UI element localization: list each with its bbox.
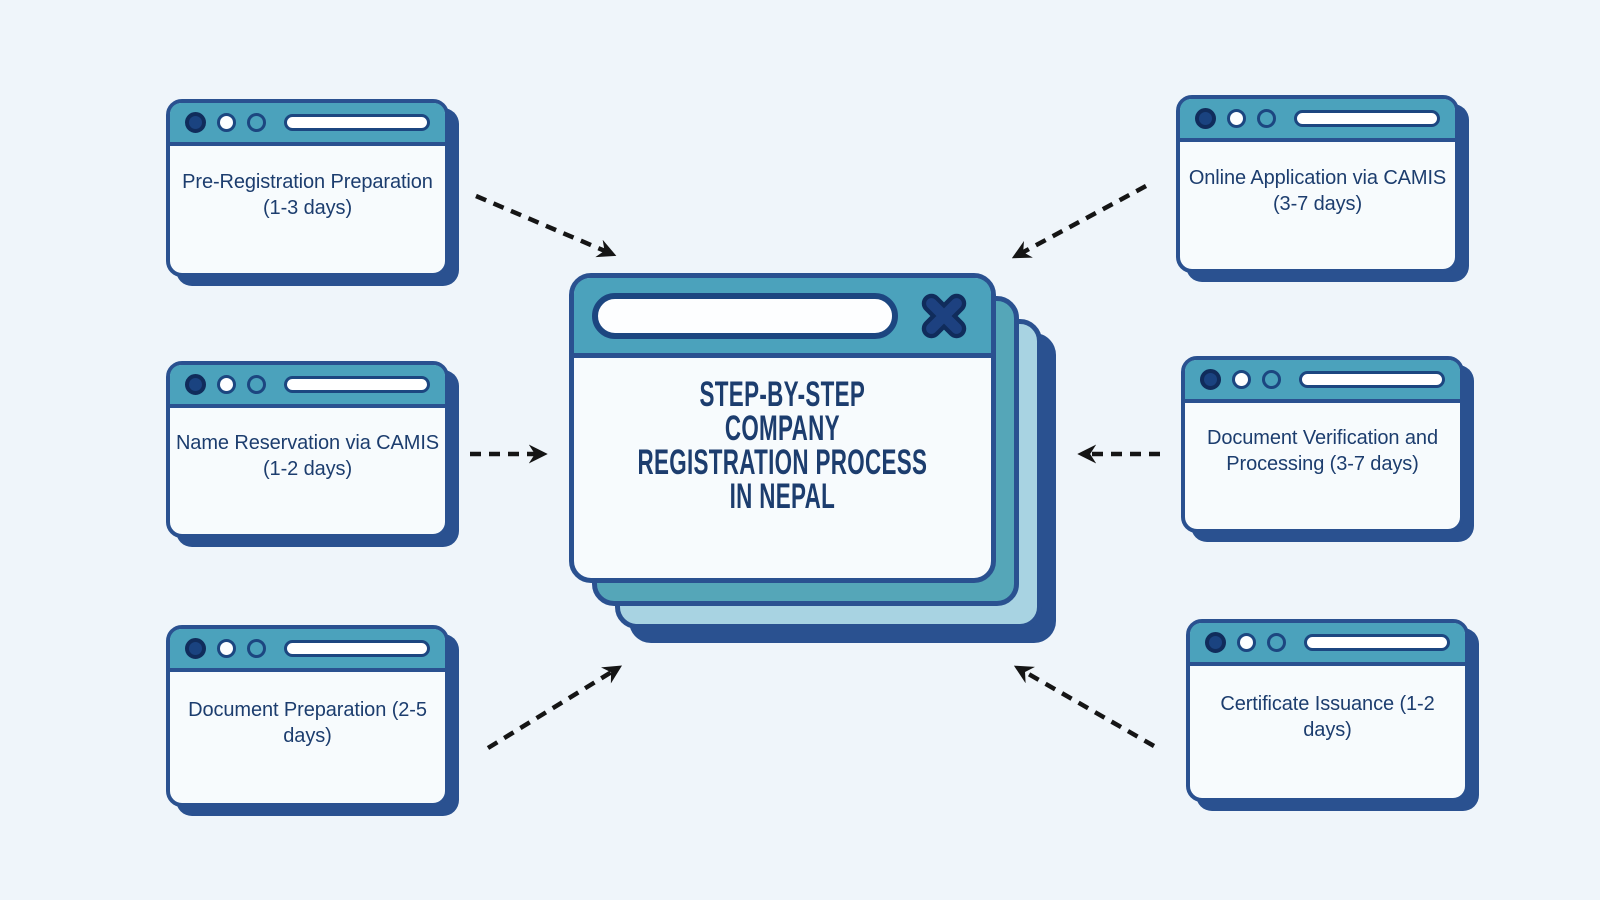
step-label: Online Application via CAMIS (3-7 days): [1188, 166, 1447, 215]
window-dot-white-icon: [217, 375, 236, 394]
window-body: Certificate Issuance (1-2 days): [1190, 666, 1465, 798]
window-dot-white-icon: [1227, 109, 1246, 128]
window-titlebar: [1190, 623, 1465, 666]
address-bar: [284, 640, 430, 657]
window-dot-white-icon: [217, 639, 236, 658]
title-line: COMPANY: [724, 409, 841, 448]
window-dot-teal-icon: [247, 375, 266, 394]
window-titlebar: [170, 365, 445, 408]
window-dot-navy-icon: [1205, 632, 1226, 653]
close-icon[interactable]: [915, 287, 973, 345]
address-bar: [1294, 110, 1440, 127]
window-dot-teal-icon: [247, 113, 266, 132]
window-titlebar: [1185, 360, 1460, 403]
step-window-pre-registration: Pre-Registration Preparation (1-3 days): [166, 99, 449, 277]
window-titlebar: [1180, 99, 1455, 142]
step-window-online-application: Online Application via CAMIS (3-7 days): [1176, 95, 1459, 273]
window-body: Name Reservation via CAMIS (1-2 days): [170, 408, 445, 534]
window-body: Online Application via CAMIS (3-7 days): [1180, 142, 1455, 269]
step-window-certificate-issuance: Certificate Issuance (1-2 days): [1186, 619, 1469, 802]
arrow-top-left-to-center: [475, 193, 617, 258]
arrow-bottom-left-to-center: [486, 665, 623, 750]
window-dot-teal-icon: [247, 639, 266, 658]
step-label: Name Reservation via CAMIS (1-2 days): [175, 432, 440, 480]
address-bar: [1299, 371, 1445, 388]
address-bar: [284, 114, 430, 131]
step-window-document-verification: Document Verification and Processing (3-…: [1181, 356, 1464, 533]
step-label: Document Preparation (2-5 days): [188, 698, 427, 747]
window-body: Pre-Registration Preparation (1-3 days): [170, 146, 445, 273]
window-dot-navy-icon: [185, 638, 206, 659]
center-address-bar: [592, 292, 898, 339]
window-dot-teal-icon: [1267, 633, 1286, 652]
address-bar: [284, 376, 430, 393]
window-dot-teal-icon: [1257, 109, 1276, 128]
title-line: STEP-BY-STEP: [699, 375, 866, 414]
window-dot-navy-icon: [1200, 369, 1221, 390]
window-titlebar: [170, 629, 445, 672]
window-titlebar: [170, 103, 445, 146]
window-dot-navy-icon: [185, 374, 206, 395]
center-window: STEP-BY-STEP COMPANY REGISTRATION PROCES…: [569, 273, 996, 583]
arrow-bottom-right-to-center: [1013, 665, 1156, 748]
center-window-body: STEP-BY-STEP COMPANY REGISTRATION PROCES…: [574, 358, 991, 578]
title-line: REGISTRATION PROCESS: [637, 443, 928, 482]
window-dot-white-icon: [1232, 370, 1251, 389]
address-bar: [1304, 634, 1450, 651]
step-label: Pre-Registration Preparation (1-3 days): [182, 170, 433, 219]
window-dot-navy-icon: [1195, 108, 1216, 129]
window-dot-white-icon: [217, 113, 236, 132]
window-dot-teal-icon: [1262, 370, 1281, 389]
window-body: Document Verification and Processing (3-…: [1185, 403, 1460, 529]
title-line: IN NEPAL: [729, 477, 836, 516]
center-window-titlebar: [574, 278, 991, 358]
arrow-top-right-to-center: [1011, 184, 1148, 259]
step-window-name-reservation: Name Reservation via CAMIS (1-2 days): [166, 361, 449, 538]
step-label: Document Verification and Processing (3-…: [1207, 427, 1438, 475]
window-dot-white-icon: [1237, 633, 1256, 652]
step-window-document-preparation: Document Preparation (2-5 days): [166, 625, 449, 807]
window-dot-navy-icon: [185, 112, 206, 133]
step-label: Certificate Issuance (1-2 days): [1220, 693, 1435, 741]
window-body: Document Preparation (2-5 days): [170, 672, 445, 803]
center-window-title: STEP-BY-STEP COMPANY REGISTRATION PROCES…: [637, 375, 928, 516]
